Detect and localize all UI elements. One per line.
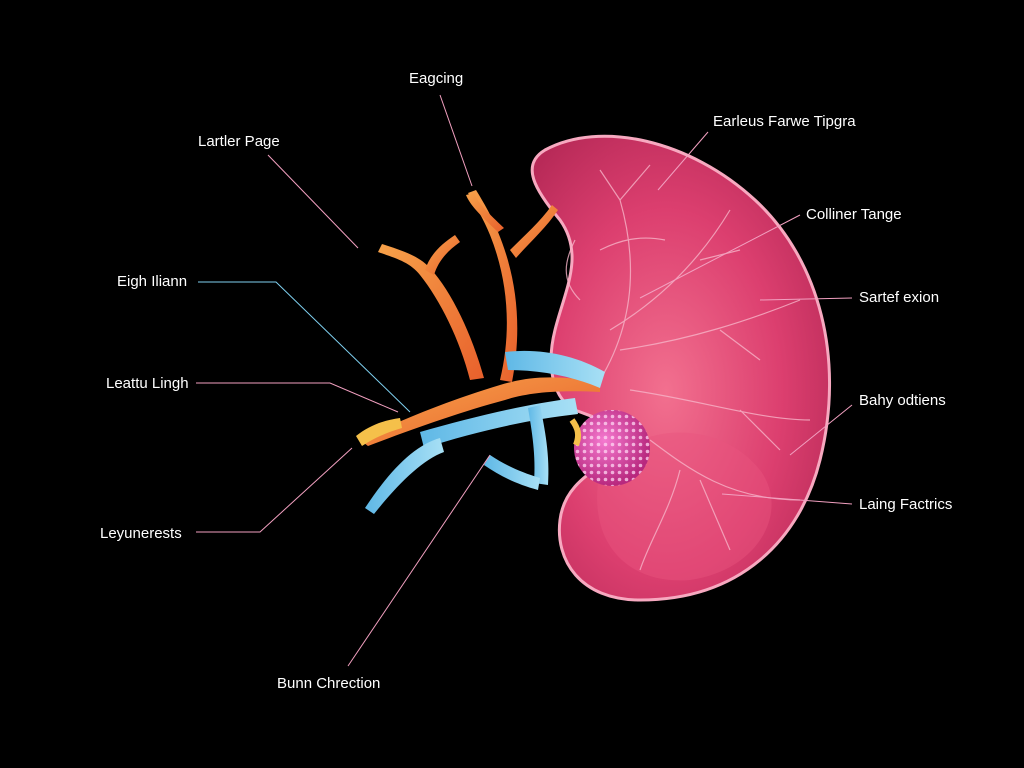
nodule <box>569 410 650 486</box>
blue-ducts <box>365 350 605 514</box>
leader-bunn-chrection <box>347 454 491 667</box>
blue-duct-upper <box>505 350 605 388</box>
leader-earleus-farwe-tipgra <box>657 131 709 191</box>
blue-duct-lower <box>528 405 549 485</box>
orange-vessel-trunk <box>360 377 600 446</box>
leader-leattu-lingh <box>196 382 399 413</box>
label-bunn-chrection: Bunn Chrection <box>277 675 380 692</box>
label-laing-factrics: Laing Factrics <box>859 496 952 513</box>
label-leyunerests: Leyunerests <box>100 525 182 542</box>
orange-vessel-tip <box>356 418 402 446</box>
blue-duct-curve <box>365 438 444 514</box>
organ-veins <box>565 164 811 571</box>
leader-lines <box>196 94 853 667</box>
orange-vessel-branch-b <box>425 235 460 275</box>
blue-duct-hook <box>484 455 540 490</box>
label-colliner-tange: Colliner Tange <box>806 206 902 223</box>
label-leattu-lingh: Leattu Lingh <box>106 375 189 392</box>
leader-laing-factrics <box>721 493 853 505</box>
label-eagcing: Eagcing <box>409 70 463 87</box>
label-sartef-exion: Sartef exion <box>859 289 939 306</box>
label-eigh-iliann: Eigh Iliann <box>117 273 187 290</box>
label-earleus-farwe-tipgra: Earleus Farwe Tipgra <box>713 113 856 130</box>
leader-lartler-page <box>267 154 359 249</box>
orange-vessel-branch-e <box>466 193 504 232</box>
leader-eigh-iliann <box>198 281 411 413</box>
leader-leyunerests <box>196 447 353 533</box>
leader-sartef-exion <box>759 297 853 301</box>
label-bahy-odtiens: Bahy odtiens <box>859 392 946 409</box>
label-lartler-page: Lartler Page <box>198 133 280 150</box>
leader-eagcing <box>439 94 473 187</box>
leader-bahy-odtiens <box>789 404 853 456</box>
orange-vessel-branch-d <box>510 205 558 258</box>
leader-colliner-tange <box>639 214 801 299</box>
labels: Eagcing Lartler Page Earleus Farwe Tipgr… <box>100 70 952 692</box>
